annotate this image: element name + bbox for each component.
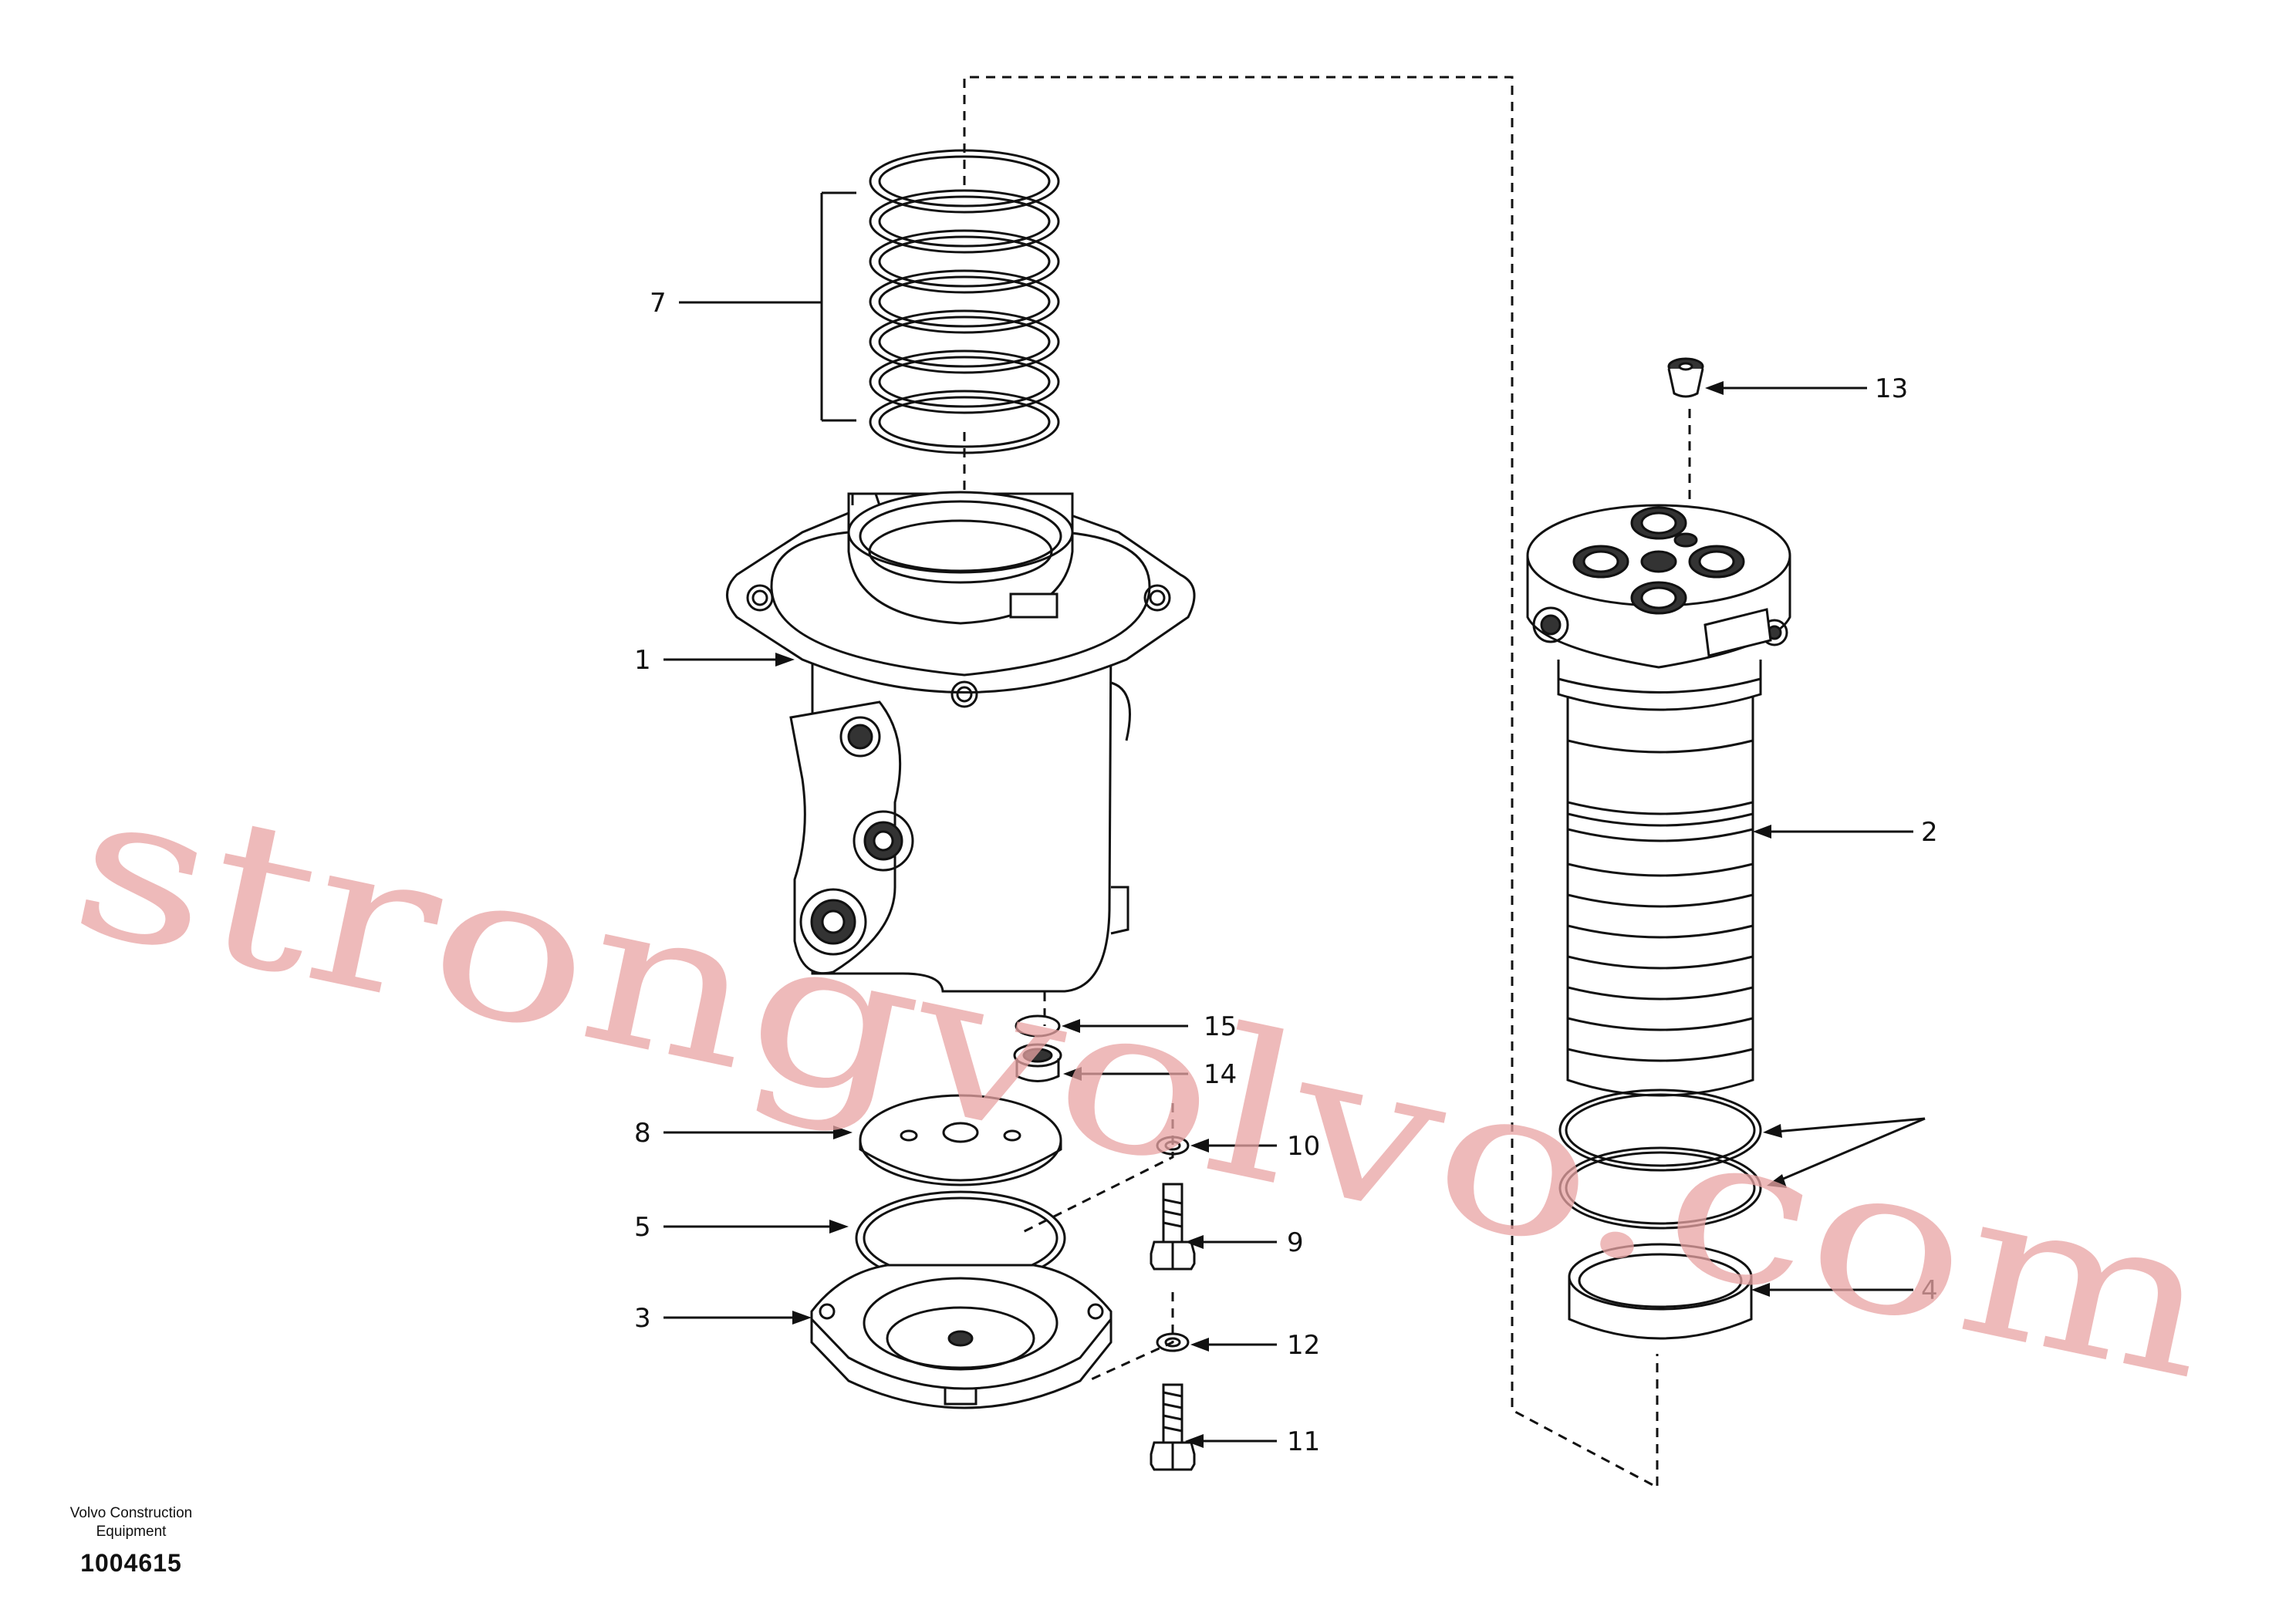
title-block: Volvo Construction Equipment 1004615 [31, 1504, 231, 1578]
small-o-ring [1015, 1014, 1061, 1038]
manufacturer-label: Volvo Construction Equipment [69, 1505, 193, 1540]
callout-leaders [663, 191, 1926, 1443]
swivel-body-housing [726, 491, 1196, 993]
callout-9: 9 [1287, 1227, 1304, 1258]
hex-bolt-9 [1150, 1183, 1196, 1271]
swivel-spindle [1526, 504, 1791, 1097]
callout-8: 8 [634, 1118, 651, 1149]
bottom-cover [810, 1264, 1113, 1409]
callout-12: 12 [1287, 1330, 1320, 1361]
callout-3: 3 [634, 1303, 651, 1334]
callout-15: 15 [1204, 1011, 1237, 1042]
callout-labels: 7 1 8 5 3 15 14 10 9 12 11 13 2 4 [634, 288, 1938, 1457]
spring-washer-12 [1156, 1332, 1190, 1352]
callout-1: 1 [634, 645, 651, 676]
hex-bolt-11 [1150, 1383, 1196, 1471]
watermark: strongvolvo.com [56, 744, 2232, 1425]
callout-7: 5 [634, 1212, 651, 1243]
callout-4: 4 [1921, 1275, 1938, 1306]
callout-10: 10 [1287, 1131, 1320, 1162]
callout-5: 7 [650, 288, 667, 319]
cover-plate [859, 1094, 1062, 1186]
spindle-seal-rings [1558, 1088, 1762, 1230]
callout-13: 13 [1875, 373, 1908, 404]
callout-14: 14 [1204, 1059, 1237, 1090]
callout-11: 11 [1287, 1426, 1320, 1457]
plug [1013, 1043, 1062, 1082]
spring-washer-10 [1156, 1136, 1190, 1156]
thrust-ring [1568, 1243, 1753, 1340]
seal-ring-stack [869, 149, 1060, 454]
small-plug [1667, 357, 1704, 398]
drawing-number: 1004615 [80, 1549, 182, 1577]
callout-arrowheads [775, 381, 1787, 1448]
callout-2: 2 [1921, 817, 1938, 848]
